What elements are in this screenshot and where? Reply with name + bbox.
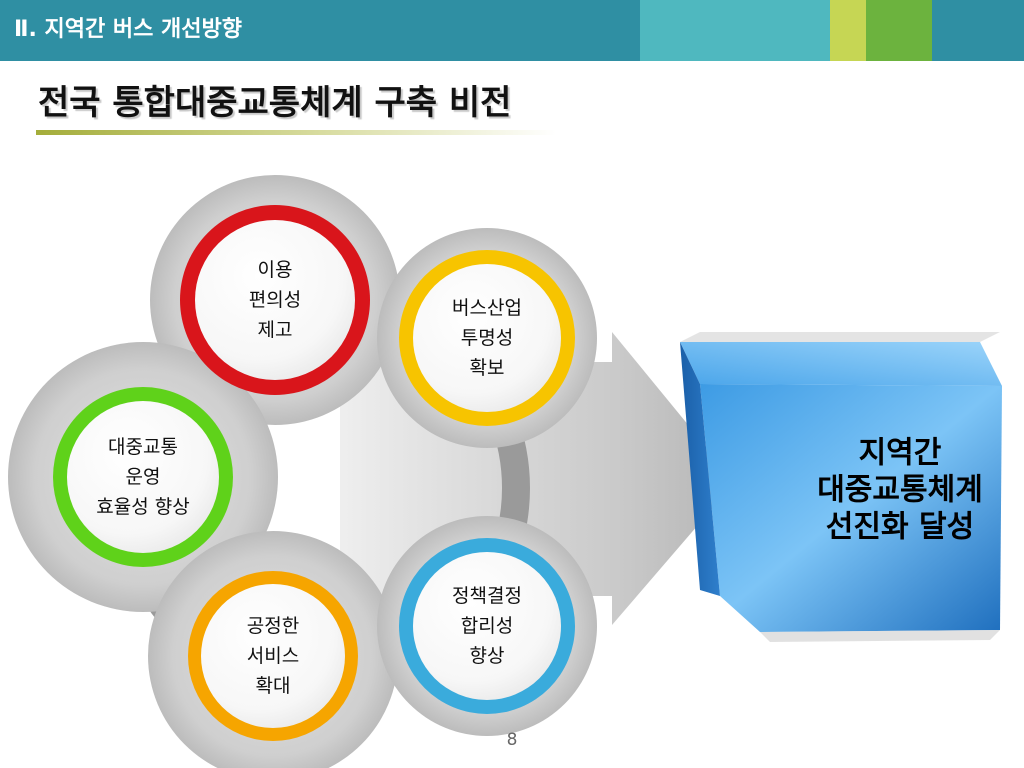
convenience-node xyxy=(180,205,370,395)
convenience-face xyxy=(195,220,355,380)
node-label-line: 버스산업 xyxy=(452,297,522,319)
transparency-node xyxy=(399,250,575,426)
header-bar: Ⅱ. 지역간 버스 개선방향 xyxy=(0,0,1024,61)
goal-line: 선진화 달성 xyxy=(825,509,975,545)
transparency-face xyxy=(413,264,561,412)
goal-line: 대중교통체계 xyxy=(817,472,983,508)
policy-node xyxy=(399,538,575,714)
efficiency-face xyxy=(67,401,219,553)
page-title: 전국 통합대중교통체계 구축 비전 xyxy=(38,83,512,123)
policy-face xyxy=(413,552,561,700)
section-title: Ⅱ. 지역간 버스 개선방향 xyxy=(14,17,242,42)
node-label-line: 확보 xyxy=(469,357,505,379)
title-underline xyxy=(36,130,556,135)
node-layer xyxy=(8,175,597,768)
fairness-face xyxy=(201,584,345,728)
node-label-line: 효율성 향상 xyxy=(96,496,190,518)
header-accent-green xyxy=(866,0,932,61)
node-label-line: 대중교통 xyxy=(108,436,178,458)
goal-line: 지역간 xyxy=(858,435,942,471)
node-label-line: 향상 xyxy=(469,645,505,667)
fairness-node xyxy=(188,571,358,741)
node-label-line: 편의성 xyxy=(248,289,302,311)
node-label-line: 제고 xyxy=(257,319,293,341)
page-number: 8 xyxy=(506,730,518,750)
node-label-line: 투명성 xyxy=(460,327,514,349)
header-accent-lime xyxy=(830,0,866,61)
node-label-line: 공정한 xyxy=(246,615,300,637)
node-label-line: 정책결정 xyxy=(452,585,522,607)
node-label-line: 서비스 xyxy=(246,645,300,667)
node-label-line: 확대 xyxy=(255,675,291,697)
goal-label: 지역간 대중교통체계 선진화 달성 xyxy=(817,435,983,546)
node-label-line: 운영 xyxy=(125,466,161,488)
goal-cube xyxy=(680,332,1002,642)
efficiency-node xyxy=(53,387,233,567)
node-label-line: 이용 xyxy=(257,259,293,281)
header-accent-teal xyxy=(640,0,830,61)
node-label-line: 합리성 xyxy=(460,615,514,637)
